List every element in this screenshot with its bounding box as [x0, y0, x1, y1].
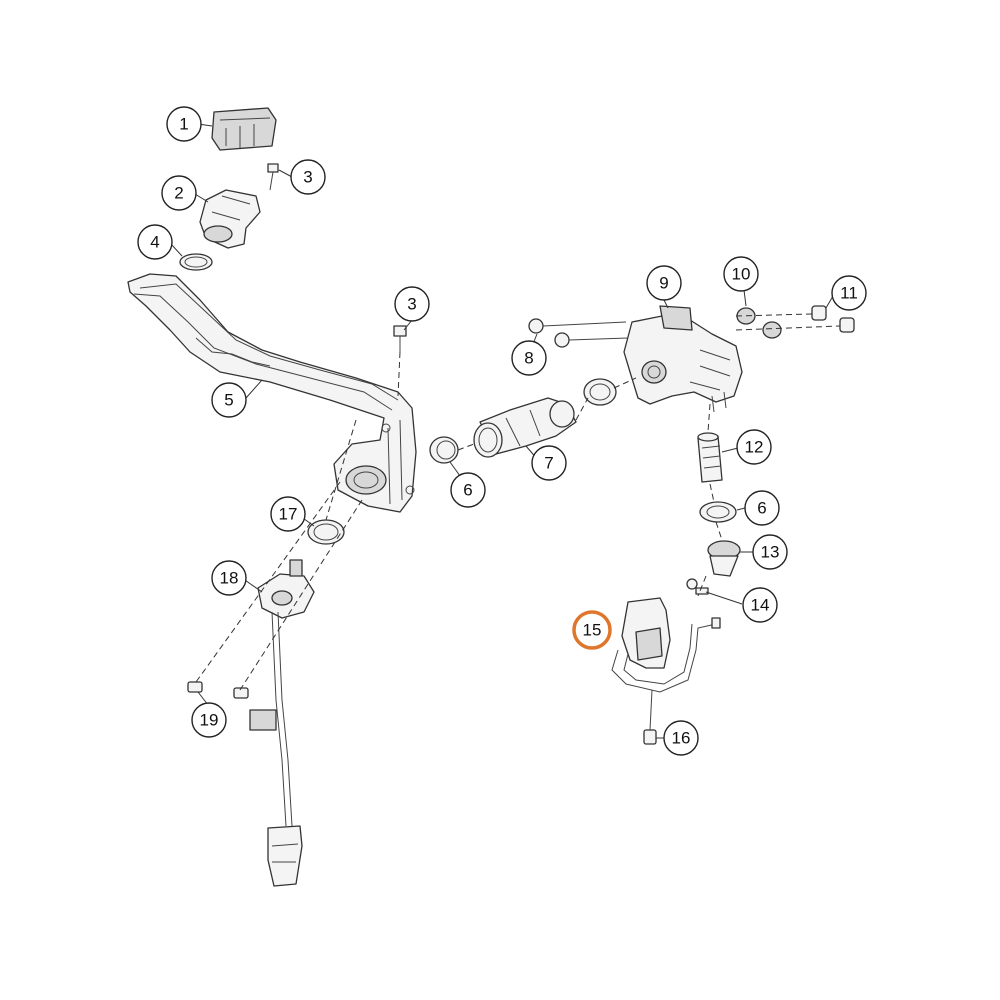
part-13-hose: [707, 540, 741, 577]
callout-6-left-label: 6: [463, 481, 472, 500]
part-6-clamp-right: [699, 501, 737, 523]
part-5-intake-duct: [127, 273, 417, 513]
callout-6-right: 6: [744, 490, 780, 526]
callout-10-label: 10: [732, 265, 751, 284]
part-8-bolts: [528, 318, 629, 348]
part-16-screw: [643, 689, 657, 745]
callout-17-label: 17: [279, 505, 298, 524]
callout-18: 18: [211, 560, 247, 596]
callout-16: 16: [663, 720, 699, 756]
part-19-screws: [187, 681, 249, 699]
callout-12: 12: [736, 429, 772, 465]
callout-1-label: 1: [179, 115, 188, 134]
callout-14-label: 14: [751, 596, 770, 615]
callout-4-label: 4: [150, 233, 159, 252]
callout-3-top-label: 3: [303, 168, 312, 187]
callout-17: 17: [270, 496, 306, 532]
part-14-fitting: [686, 578, 709, 595]
callout-5-label: 5: [224, 391, 233, 410]
part-3-screw-top: [267, 163, 279, 191]
callout-9: 9: [646, 265, 682, 301]
part-11-nuts: [811, 305, 855, 333]
callout-3-top: 3: [290, 159, 326, 195]
callout-15-highlighted: 15: [572, 610, 612, 650]
callout-7-label: 7: [544, 454, 553, 473]
callout-4: 4: [137, 224, 173, 260]
callout-3-middle: 3: [394, 286, 430, 322]
callout-2-label: 2: [174, 184, 183, 203]
callout-18-label: 18: [220, 569, 239, 588]
callout-16-label: 16: [672, 729, 691, 748]
callout-19: 19: [191, 702, 227, 738]
callout-2: 2: [161, 175, 197, 211]
part-6-clamp-left: [429, 436, 459, 464]
part-18-sensor: [249, 559, 315, 887]
part-2-flange: [199, 189, 261, 249]
part-1-cap: [211, 107, 277, 151]
part-9-housing: [623, 305, 743, 413]
callout-1: 1: [166, 106, 202, 142]
callout-7: 7: [531, 445, 567, 481]
callout-9-label: 9: [659, 274, 668, 293]
part-6-clamp-upper: [583, 378, 617, 406]
callout-11: 11: [831, 275, 867, 311]
callout-11-label: 11: [840, 284, 858, 303]
callout-13: 13: [752, 534, 788, 570]
callout-6-right-label: 6: [757, 499, 766, 518]
callout-5: 5: [211, 382, 247, 418]
callout-13-label: 13: [761, 543, 780, 562]
part-12-filter: [697, 432, 723, 483]
part-17-oring: [307, 519, 345, 545]
callout-19-label: 19: [200, 711, 219, 730]
callout-15-label: 15: [583, 621, 602, 640]
callout-8-label: 8: [524, 349, 533, 368]
callout-14: 14: [742, 587, 778, 623]
part-15-valve: [611, 597, 721, 693]
part-4-oring: [179, 253, 213, 271]
callout-6-left: 6: [450, 472, 486, 508]
part-10-washers: [735, 307, 841, 339]
part-7-hose: [473, 397, 577, 458]
part-3-screw-middle: [393, 325, 407, 352]
callout-8: 8: [511, 340, 547, 376]
callout-12-label: 12: [745, 438, 764, 457]
callout-10: 10: [723, 256, 759, 292]
callout-3-middle-label: 3: [407, 295, 416, 314]
